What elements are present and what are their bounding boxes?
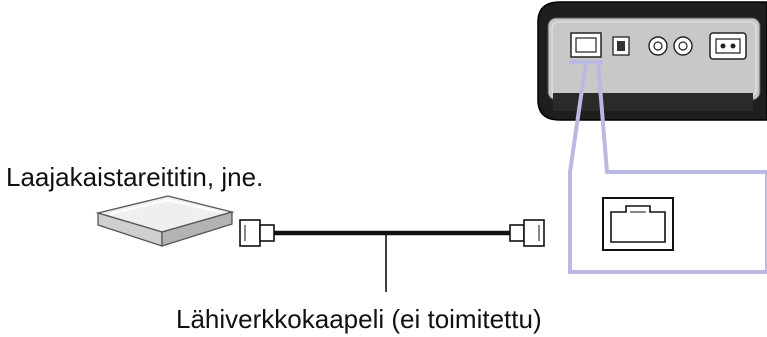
av-jack-icon: [648, 36, 668, 56]
router-icon: [95, 195, 235, 247]
router-label: Laajakaistareititin, jne.: [6, 162, 263, 192]
rj45-plug-icon: [239, 219, 275, 247]
device-lan-port-icon: [570, 32, 602, 58]
usb-port-icon: [612, 36, 630, 56]
cable-label: Lähiverkkokaapeli (ei toimitettu): [176, 304, 542, 334]
zoom-callout: [568, 60, 767, 274]
av-jack-icon: [673, 36, 693, 56]
rj45-plug-icon: [509, 219, 545, 247]
power-inlet-icon: [709, 32, 747, 60]
lan-port-icon: [602, 197, 674, 251]
